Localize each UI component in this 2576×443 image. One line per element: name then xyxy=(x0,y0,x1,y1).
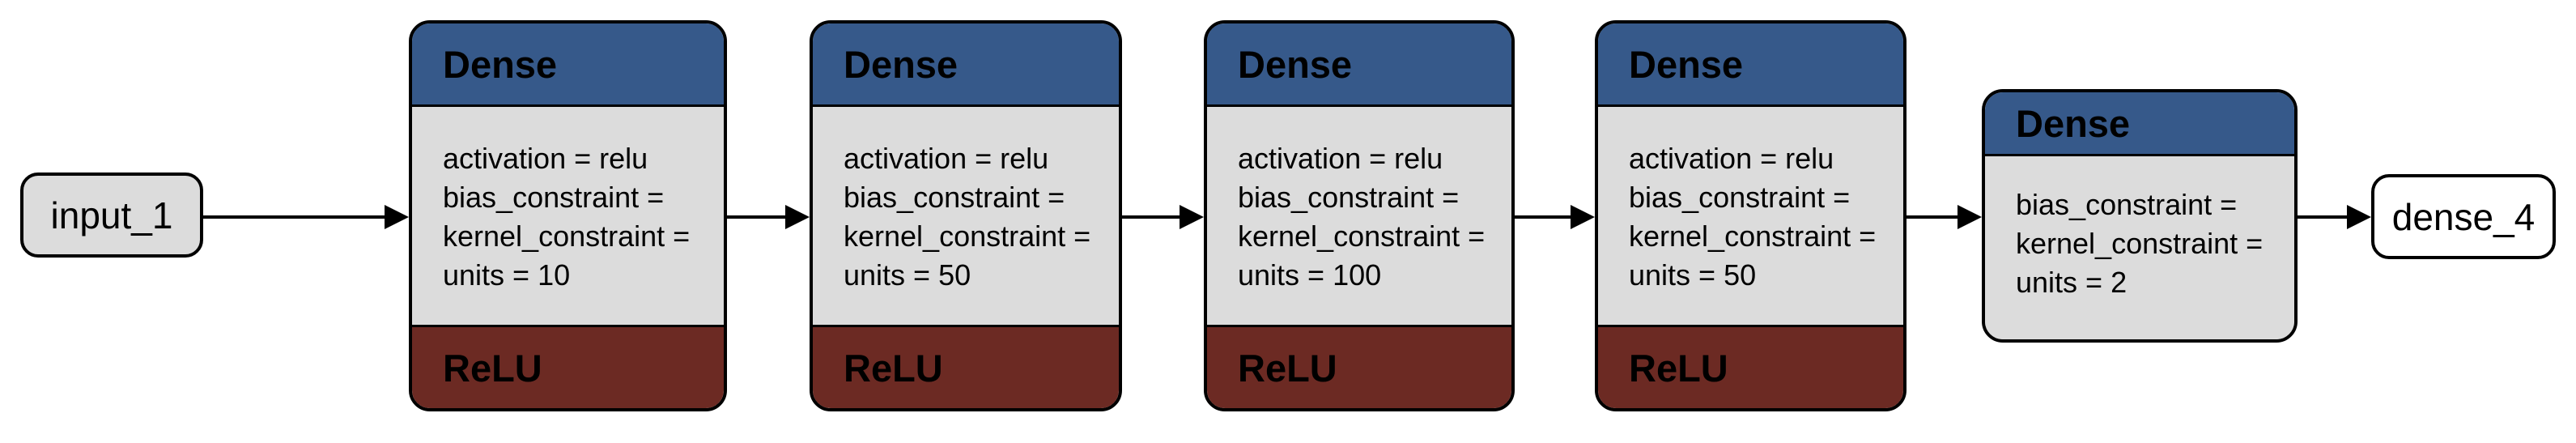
arrow-connector xyxy=(1515,205,1595,229)
layer-param: kernel_constraint = xyxy=(1629,219,1877,253)
layer-title: Dense xyxy=(1207,23,1511,104)
relu-activation-badge: ReLU xyxy=(813,327,1119,408)
layer-param: activation = relu xyxy=(443,142,648,175)
relu-activation-badge: ReLU xyxy=(1207,327,1511,408)
layer-params: bias_constraint = kernel_constraint = un… xyxy=(1985,154,2294,339)
arrow-head-icon xyxy=(785,205,810,229)
layer-param: units = 50 xyxy=(1629,258,1757,292)
layer-param: units = 2 xyxy=(2016,266,2128,299)
arrow-head-icon xyxy=(2347,205,2371,229)
layer-param: activation = relu xyxy=(1629,142,1834,175)
layer-param: kernel_constraint = xyxy=(2016,227,2264,260)
layer-param: activation = relu xyxy=(844,142,1049,175)
layer-param: bias_constraint = xyxy=(443,181,665,214)
layer-title: Dense xyxy=(412,23,724,104)
layer-param: kernel_constraint = xyxy=(844,219,1091,253)
output-node: dense_4 xyxy=(2371,174,2556,259)
layer-param: bias_constraint = xyxy=(1629,181,1851,214)
arrow-line xyxy=(1515,215,1575,219)
relu-activation-badge: ReLU xyxy=(1598,327,1903,408)
arrow-connector xyxy=(1122,205,1204,229)
layer-title: Dense xyxy=(1598,23,1903,104)
arrow-line xyxy=(203,215,389,219)
layer-param: kernel_constraint = xyxy=(1238,219,1486,253)
layer-param: kernel_constraint = xyxy=(443,219,691,253)
layer-param: units = 50 xyxy=(844,258,971,292)
arrow-connector xyxy=(727,205,810,229)
dense-layer-block-5: Dense bias_constraint = kernel_constrain… xyxy=(1982,89,2298,343)
arrow-line xyxy=(727,215,790,219)
layer-param: units = 10 xyxy=(443,258,571,292)
dense-layer-block-3: Dense activation = relu bias_constraint … xyxy=(1204,20,1515,411)
dense-layer-block-1: Dense activation = relu bias_constraint … xyxy=(409,20,727,411)
input-node-label: input_1 xyxy=(50,194,173,236)
layer-params: activation = relu bias_constraint = kern… xyxy=(1207,104,1511,327)
arrow-head-icon xyxy=(1958,205,1982,229)
arrow-line xyxy=(2298,215,2352,219)
arrow-connector xyxy=(1906,205,1982,229)
dense-layer-block-4: Dense activation = relu bias_constraint … xyxy=(1595,20,1906,411)
layer-title: Dense xyxy=(813,23,1119,104)
arrow-connector xyxy=(2298,205,2371,229)
layer-param: bias_constraint = xyxy=(844,181,1065,214)
layer-title: Dense xyxy=(1985,92,2294,154)
layer-param: units = 100 xyxy=(1238,258,1382,292)
relu-activation-badge: ReLU xyxy=(412,327,724,408)
layer-params: activation = relu bias_constraint = kern… xyxy=(1598,104,1903,327)
layer-params: activation = relu bias_constraint = kern… xyxy=(813,104,1119,327)
layer-param: bias_constraint = xyxy=(1238,181,1460,214)
arrow-line xyxy=(1122,215,1184,219)
dense-layer-block-2: Dense activation = relu bias_constraint … xyxy=(810,20,1122,411)
layer-params: activation = relu bias_constraint = kern… xyxy=(412,104,724,327)
input-node: input_1 xyxy=(20,173,203,258)
arrow-head-icon xyxy=(1571,205,1595,229)
arrow-head-icon xyxy=(1180,205,1204,229)
output-node-label: dense_4 xyxy=(2391,195,2536,238)
arrow-head-icon xyxy=(385,205,409,229)
layer-param: bias_constraint = xyxy=(2016,188,2238,221)
arrow-connector xyxy=(203,205,409,229)
arrow-line xyxy=(1906,215,1962,219)
layer-param: activation = relu xyxy=(1238,142,1443,175)
